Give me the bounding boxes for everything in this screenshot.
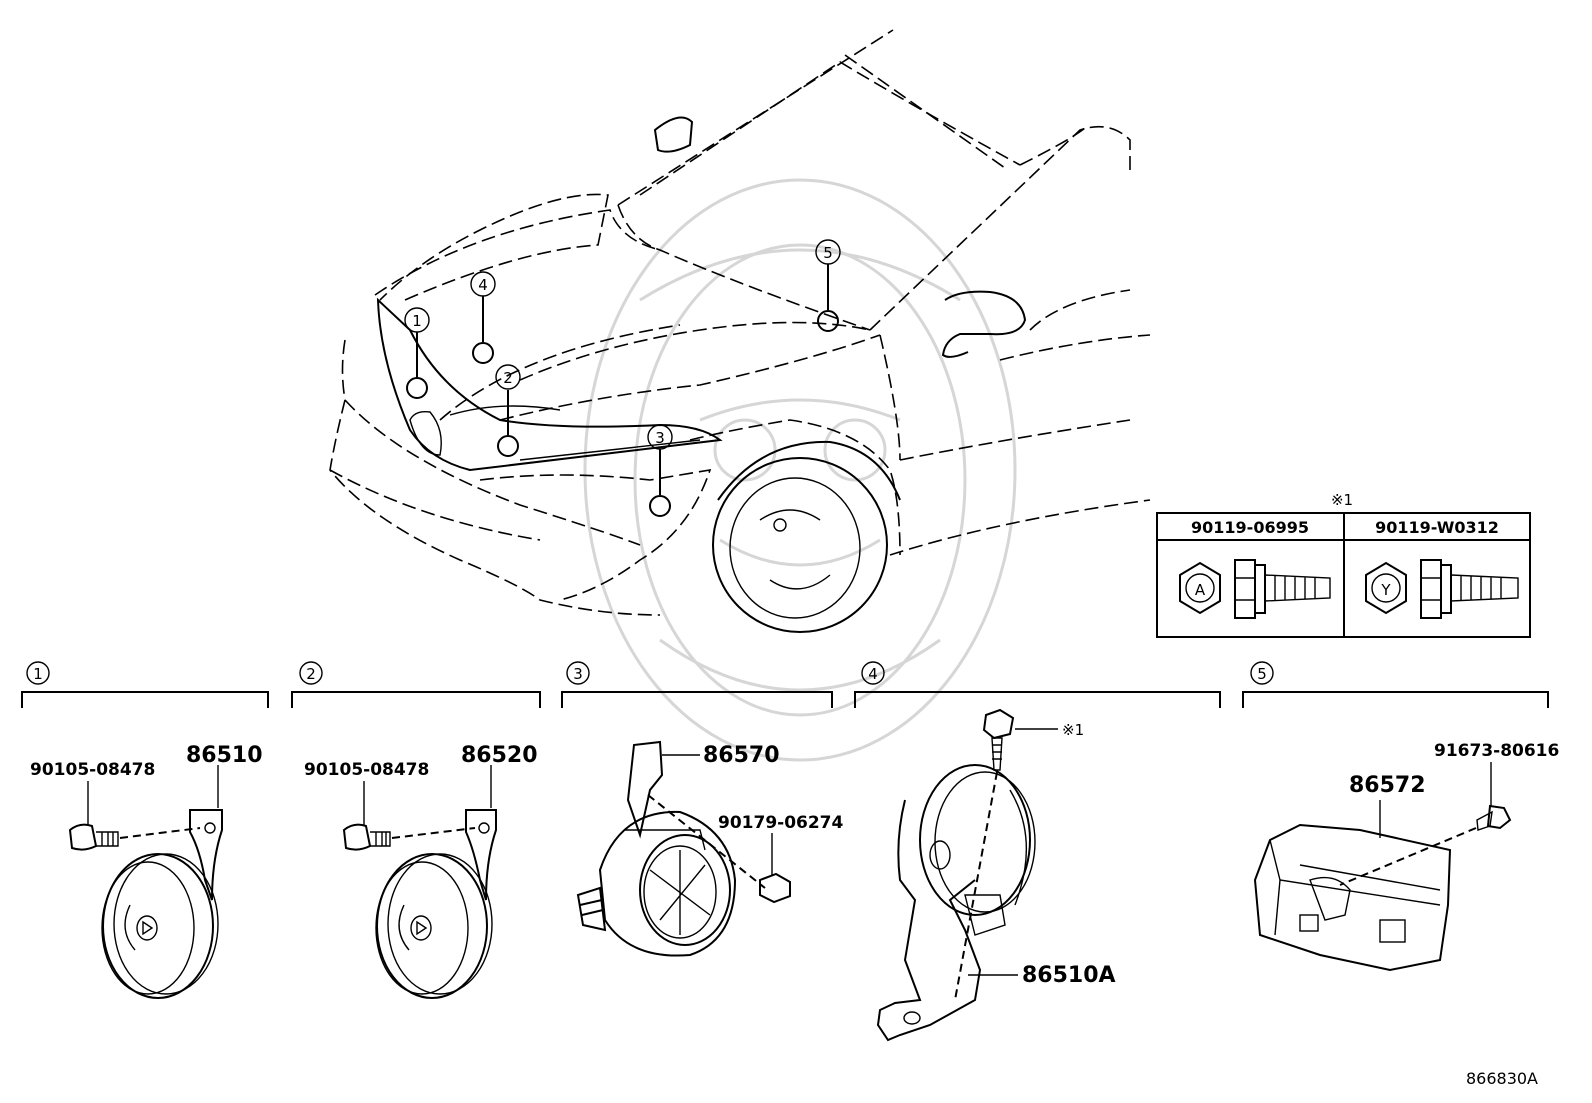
watermark-emblem (583, 178, 1017, 762)
callout-2-label: 2 (503, 369, 513, 387)
group-5-module-partno: 86572 (1349, 773, 1426, 798)
section-3-label: 3 (573, 665, 583, 683)
group-3-sounder-assembly: 86570 90179-06274 (576, 740, 844, 957)
section-1-label: 1 (33, 665, 43, 683)
group-5-module-assembly: 91673-80616 86572 (1253, 741, 1559, 972)
group-1-horn-icon (101, 809, 223, 999)
group-3-sounder-icon (576, 740, 737, 957)
callout-markers: 1 4 2 3 5 (404, 239, 841, 517)
group-5-module-icon (1253, 823, 1452, 972)
table-col1-partno: 90119-06995 (1191, 518, 1309, 537)
bolt-y-head-mark: Y (1380, 581, 1391, 599)
callout-1-label: 1 (412, 312, 422, 330)
table-note-mark: ※1 (1331, 491, 1353, 509)
group-1-horn-partno: 86510 (186, 743, 263, 768)
callout-3-label: 3 (655, 429, 665, 447)
callout-4-label: 4 (478, 276, 488, 294)
group-1-bolt-partno: 90105-08478 (30, 760, 155, 780)
group-4-horn-assembly: ※1 86510A (876, 708, 1116, 1042)
callout-5-label: 5 (823, 244, 833, 262)
group-4-horn-icon (876, 764, 1036, 1042)
diagram-id: 866830A (1466, 1069, 1538, 1088)
group-1-horn-assembly: 90105-08478 86510 (30, 743, 263, 999)
group-1-bolt-icon (68, 823, 119, 851)
group-2-horn-assembly: 90105-08478 86520 (304, 743, 538, 999)
fastener-table: ※1 90119-06995 90119-W0312 A Y (1156, 491, 1531, 638)
group-2-horn-icon (375, 809, 497, 999)
bolt-a-head-mark: A (1195, 581, 1206, 599)
group-4-horn-partno: 86510A (1022, 963, 1116, 988)
table-col2-partno: 90119-W0312 (1375, 518, 1499, 537)
group-2-bolt-icon (342, 823, 391, 851)
group-3-nut-partno: 90179-06274 (718, 813, 844, 833)
bolt-y-icon: Y (1365, 559, 1519, 619)
group-5-bolt-partno: 91673-80616 (1434, 741, 1559, 761)
group-3-nut-icon (759, 872, 791, 904)
group-4-bolt-note: ※1 (1062, 721, 1084, 739)
group-3-unit-partno: 86570 (703, 743, 780, 768)
section-4-label: 4 (868, 665, 878, 683)
vehicle-outline (329, 29, 1151, 633)
group-5-bolt-icon (1476, 804, 1512, 831)
group-4-bolt-icon (982, 708, 1015, 771)
group-2-horn-partno: 86520 (461, 743, 538, 768)
section-brackets: 1 2 3 4 5 (21, 661, 1549, 708)
section-5-label: 5 (1257, 665, 1267, 683)
section-2-label: 2 (306, 665, 316, 683)
bolt-a-icon: A (1179, 559, 1331, 619)
group-2-bolt-partno: 90105-08478 (304, 760, 429, 780)
